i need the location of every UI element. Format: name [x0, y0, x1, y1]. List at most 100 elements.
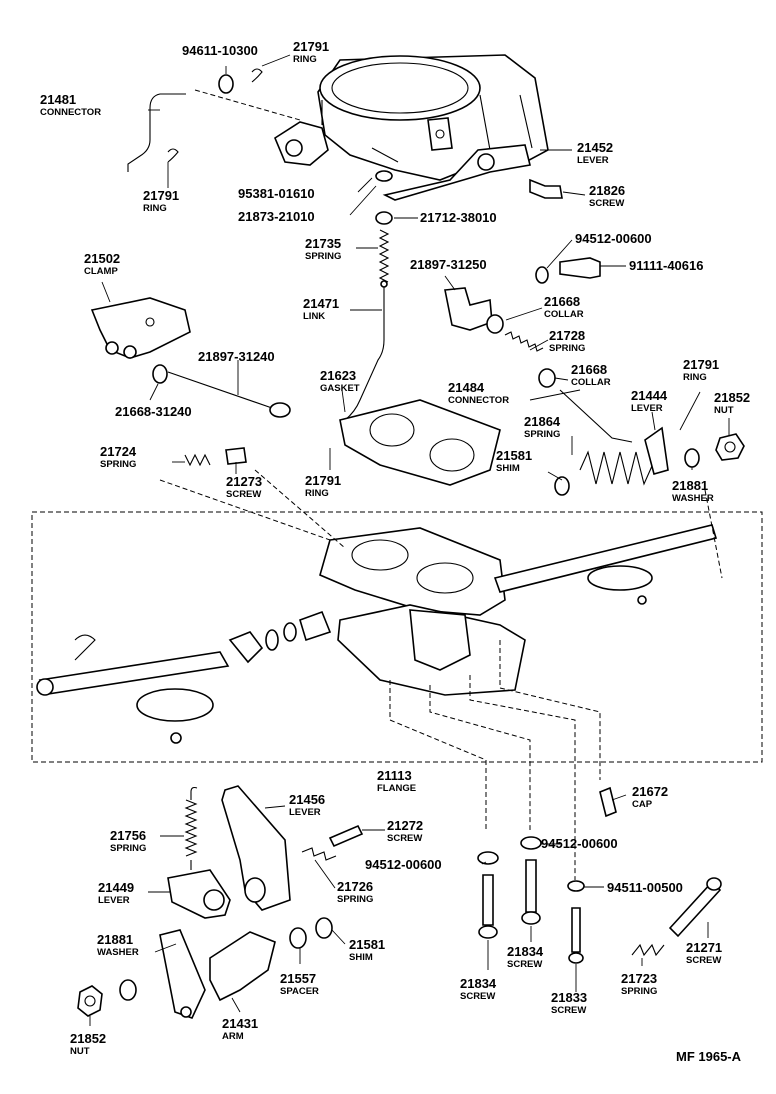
callout-94512-00600: 94512-00600	[541, 836, 618, 851]
part-name: RING	[683, 372, 707, 383]
ring-21791-left	[167, 148, 179, 163]
part-number: 21723	[621, 971, 657, 986]
part-number: 21581	[349, 937, 385, 952]
part-name: SPRING	[549, 343, 585, 354]
part-number: 21271	[686, 940, 722, 955]
arm-21431	[209, 931, 276, 1002]
part-number: 21456	[289, 792, 325, 807]
part-name: SPRING	[100, 459, 136, 470]
part-name: RING	[143, 203, 167, 214]
part-number: 21864	[524, 414, 561, 429]
part-number: 21471	[303, 296, 339, 311]
bracket-21897-31250	[444, 287, 493, 331]
part-number: 21444	[631, 388, 668, 403]
part-number: 21668	[571, 362, 607, 377]
part-name: SPRING	[305, 251, 341, 262]
part-number: 21833	[551, 990, 587, 1005]
screw-21273	[225, 447, 247, 465]
part-number: 21431	[222, 1016, 258, 1031]
part-number: 21852	[714, 390, 750, 405]
part-number: 21873-21010	[238, 209, 315, 224]
part-number: 21881	[97, 932, 133, 947]
spring-21756	[184, 799, 198, 857]
part-name: SCREW	[226, 489, 261, 500]
part-number: 94512-00600	[365, 857, 442, 872]
lever-21444	[644, 426, 669, 475]
connector-rod-21481	[127, 93, 186, 172]
part-number: 21897-31250	[410, 257, 487, 272]
screw-21826	[529, 178, 563, 199]
spring-21735	[378, 229, 390, 283]
part-name: SPRING	[621, 986, 657, 997]
assembly-frame	[31, 511, 763, 763]
spring-21728	[504, 331, 544, 352]
gasket-21623	[339, 399, 501, 486]
part-number: 21726	[337, 879, 373, 894]
part-number: 21272	[387, 818, 423, 833]
part-name: ARM	[222, 1031, 244, 1042]
part-number: 94512-00600	[575, 231, 652, 246]
part-name: SPRING	[524, 429, 560, 440]
rod-21897-31240	[167, 371, 273, 409]
part-name: NUT	[714, 405, 734, 416]
part-name: LEVER	[98, 895, 130, 906]
ring-21791-top	[251, 68, 263, 83]
screw-21834-b	[525, 859, 537, 913]
part-number: 21484	[448, 380, 485, 395]
part-number: 21449	[98, 880, 134, 895]
screw-21271	[668, 880, 722, 938]
part-number: 21113	[377, 768, 412, 783]
part-name: SHIM	[496, 463, 520, 474]
part-number: 91111-40616	[629, 258, 703, 273]
part-name: CAP	[632, 799, 653, 810]
part-name: RING	[305, 488, 329, 499]
part-name: SCREW	[387, 833, 422, 844]
part-number: 21724	[100, 444, 137, 459]
leader-lines	[89, 54, 730, 1026]
part-name: SHIM	[349, 952, 373, 963]
part-number: 21452	[577, 140, 613, 155]
callout-94512-00600: 94512-00600	[575, 231, 652, 246]
callout-21897-31250: 21897-31250	[410, 257, 487, 272]
part-name: SPRING	[110, 843, 146, 854]
part-name: LEVER	[631, 403, 663, 414]
part-number: 21791	[305, 473, 341, 488]
throttle-shaft-right	[493, 524, 718, 605]
nut-21852-bottom	[77, 985, 103, 1017]
part-number: 21834	[460, 976, 497, 991]
bolt-91111	[559, 257, 601, 279]
callout-91111-40616: 91111-40616	[629, 258, 703, 273]
part-number: 21668-31240	[115, 404, 192, 419]
cap-21672	[599, 786, 617, 818]
part-number: 21791	[293, 39, 329, 54]
part-number: 94512-00600	[541, 836, 618, 851]
callout-21712-38010: 21712-38010	[420, 210, 497, 225]
part-number: 21672	[632, 784, 668, 799]
part-name: LEVER	[577, 155, 609, 166]
callout-21873-21010: 21873-21010	[238, 209, 315, 224]
screw-21834-a	[482, 874, 494, 926]
callout-94512-00600: 94512-00600	[365, 857, 442, 872]
part-name: NUT	[70, 1046, 90, 1057]
part-number: 21273	[226, 474, 262, 489]
lever-21456	[221, 785, 291, 911]
